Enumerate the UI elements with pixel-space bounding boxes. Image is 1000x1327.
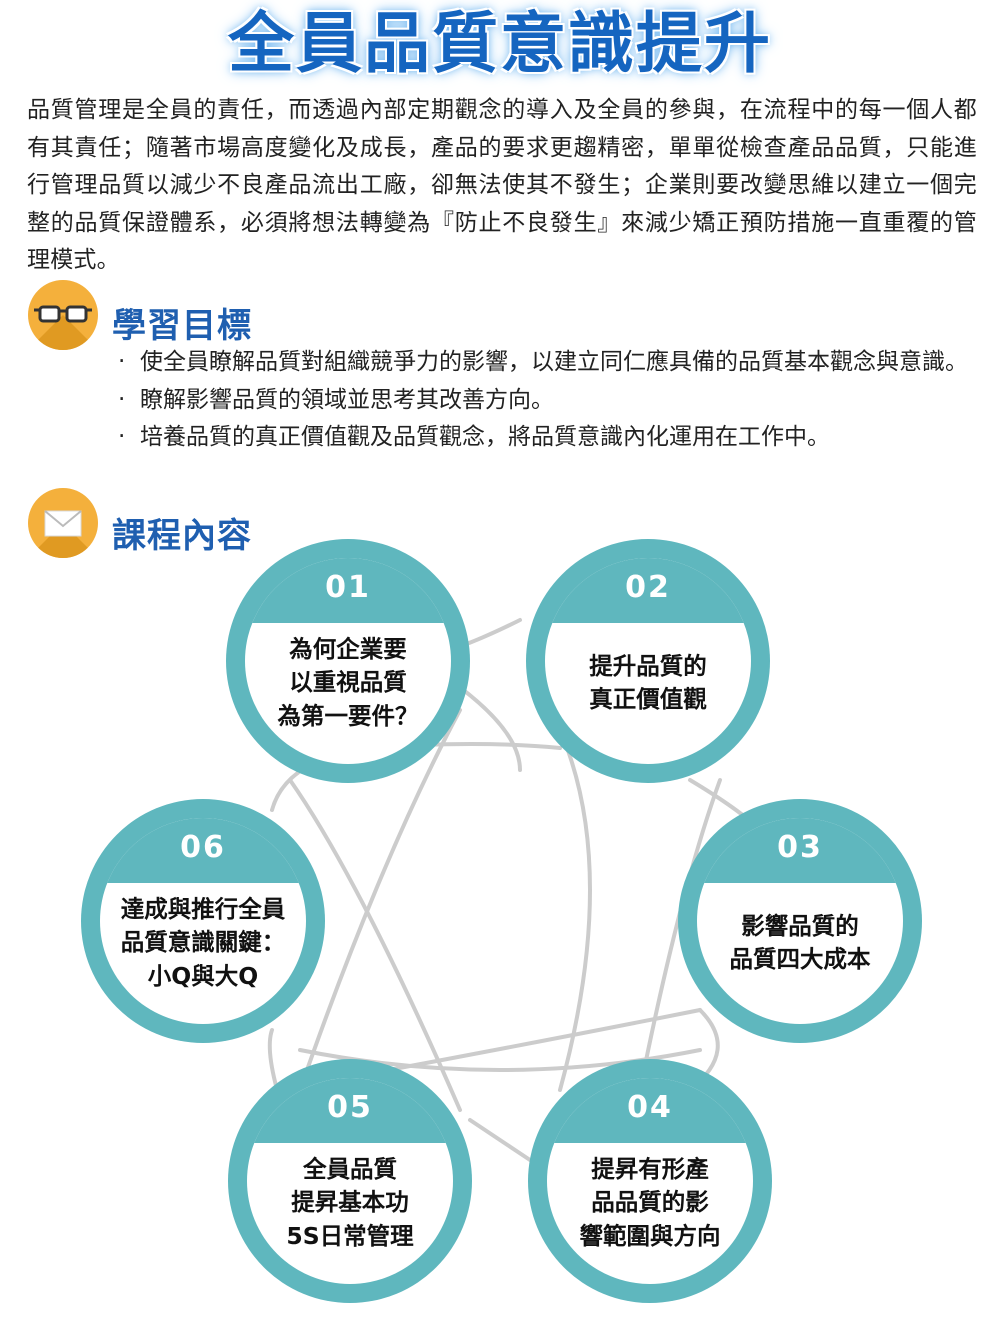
page-title: 全員品質意識提升	[228, 5, 772, 82]
objectives-list: ‧ 使全員瞭解品質對組織競爭力的影響，以建立同仁應具備的品質基本觀念與意識。 ‧…	[118, 344, 983, 457]
module-title: 為何企業要以重視品質為第一要件？	[250, 633, 446, 734]
module-number: 03	[777, 830, 823, 865]
module-number: 02	[625, 570, 671, 605]
objective-text: 培養品質的真正價值觀及品質觀念，將品質意識內化運用在工作中。	[140, 424, 830, 450]
objectives-heading: 學習目標	[112, 306, 252, 346]
module-number: 05	[327, 1090, 373, 1125]
module-title-line: 為第一要件？	[277, 701, 419, 730]
course-modules-diagram: 01 為何企業要以重視品質為第一要件？ 02 提升品質的真正價值觀 03 影響品質的品質四…	[0, 530, 1000, 1323]
module-title-line: 響範圍與方向	[579, 1221, 721, 1250]
module-number: 01	[325, 570, 371, 605]
module-node-05	[228, 1059, 472, 1303]
module-node-04	[528, 1059, 772, 1303]
module-title-line: 提昇有形產	[591, 1154, 709, 1183]
bullet: ‧	[118, 386, 126, 413]
connector-lines	[81, 539, 922, 1303]
module-node-01	[226, 539, 470, 783]
objective-text: 瞭解影響品質的領域並思考其改善方向。	[140, 386, 554, 413]
module-title-line: 小Q與大Q	[147, 961, 259, 990]
glasses-icon	[28, 280, 98, 350]
module-title-line: 品質四大成本	[729, 945, 871, 973]
module-node-06	[81, 799, 325, 1043]
module-title-line: 全員品質	[303, 1154, 397, 1183]
envelope-icon	[28, 488, 98, 558]
module-title-line: 以重視品質	[289, 668, 407, 697]
module-title-line: 品品質的影	[591, 1188, 709, 1217]
module-title-line: 提升品質的	[589, 651, 707, 680]
module-number: 06	[180, 830, 226, 865]
list-item: ‧ 培養品質的真正價值觀及品質觀念，將品質意識內化運用在工作中。	[118, 419, 983, 457]
module-title-line: 品質意識關鍵：	[120, 928, 286, 957]
list-item: ‧ 使全員瞭解品質對組織競爭力的影響，以建立同仁應具備的品質基本觀念與意識。	[118, 344, 983, 382]
module-title-line: 5S日常管理	[286, 1221, 414, 1250]
module-title: 提昇有形產品品質的影響範圍與方向	[552, 1153, 748, 1254]
module-node-02	[526, 539, 770, 783]
module-node-03	[678, 799, 922, 1043]
bullet: ‧	[118, 424, 126, 450]
module-title: 全員品質提昇基本功 5S日常管理	[252, 1153, 448, 1254]
intro-paragraph: 品質管理是全員的責任，而透過內部定期觀念的導入及全員的參與，在流程中的每一個人都…	[27, 97, 977, 273]
module-title: 影響品質的品質四大成本	[702, 910, 898, 977]
module-title-line: 達成與推行全員	[120, 894, 286, 923]
module-title: 提升品質的真正價值觀	[550, 650, 746, 717]
module-title-line: 為何企業要	[289, 634, 407, 663]
module-title-line: 影響品質的	[741, 911, 859, 940]
bullet: ‧	[118, 349, 126, 375]
module-title: 達成與推行全員品質意識關鍵： 小Q與大Q	[105, 893, 301, 994]
objective-text: 使全員瞭解品質對組織競爭力的影響，以建立同仁應具備的品質基本觀念與意識。	[140, 349, 968, 375]
content-heading: 課程內容	[112, 516, 252, 556]
list-item: ‧ 瞭解影響品質的領域並思考其改善方向。	[118, 382, 983, 420]
module-title-line: 提昇基本功	[291, 1188, 409, 1217]
module-title-line: 真正價值觀	[589, 685, 707, 713]
module-number: 04	[627, 1090, 673, 1125]
